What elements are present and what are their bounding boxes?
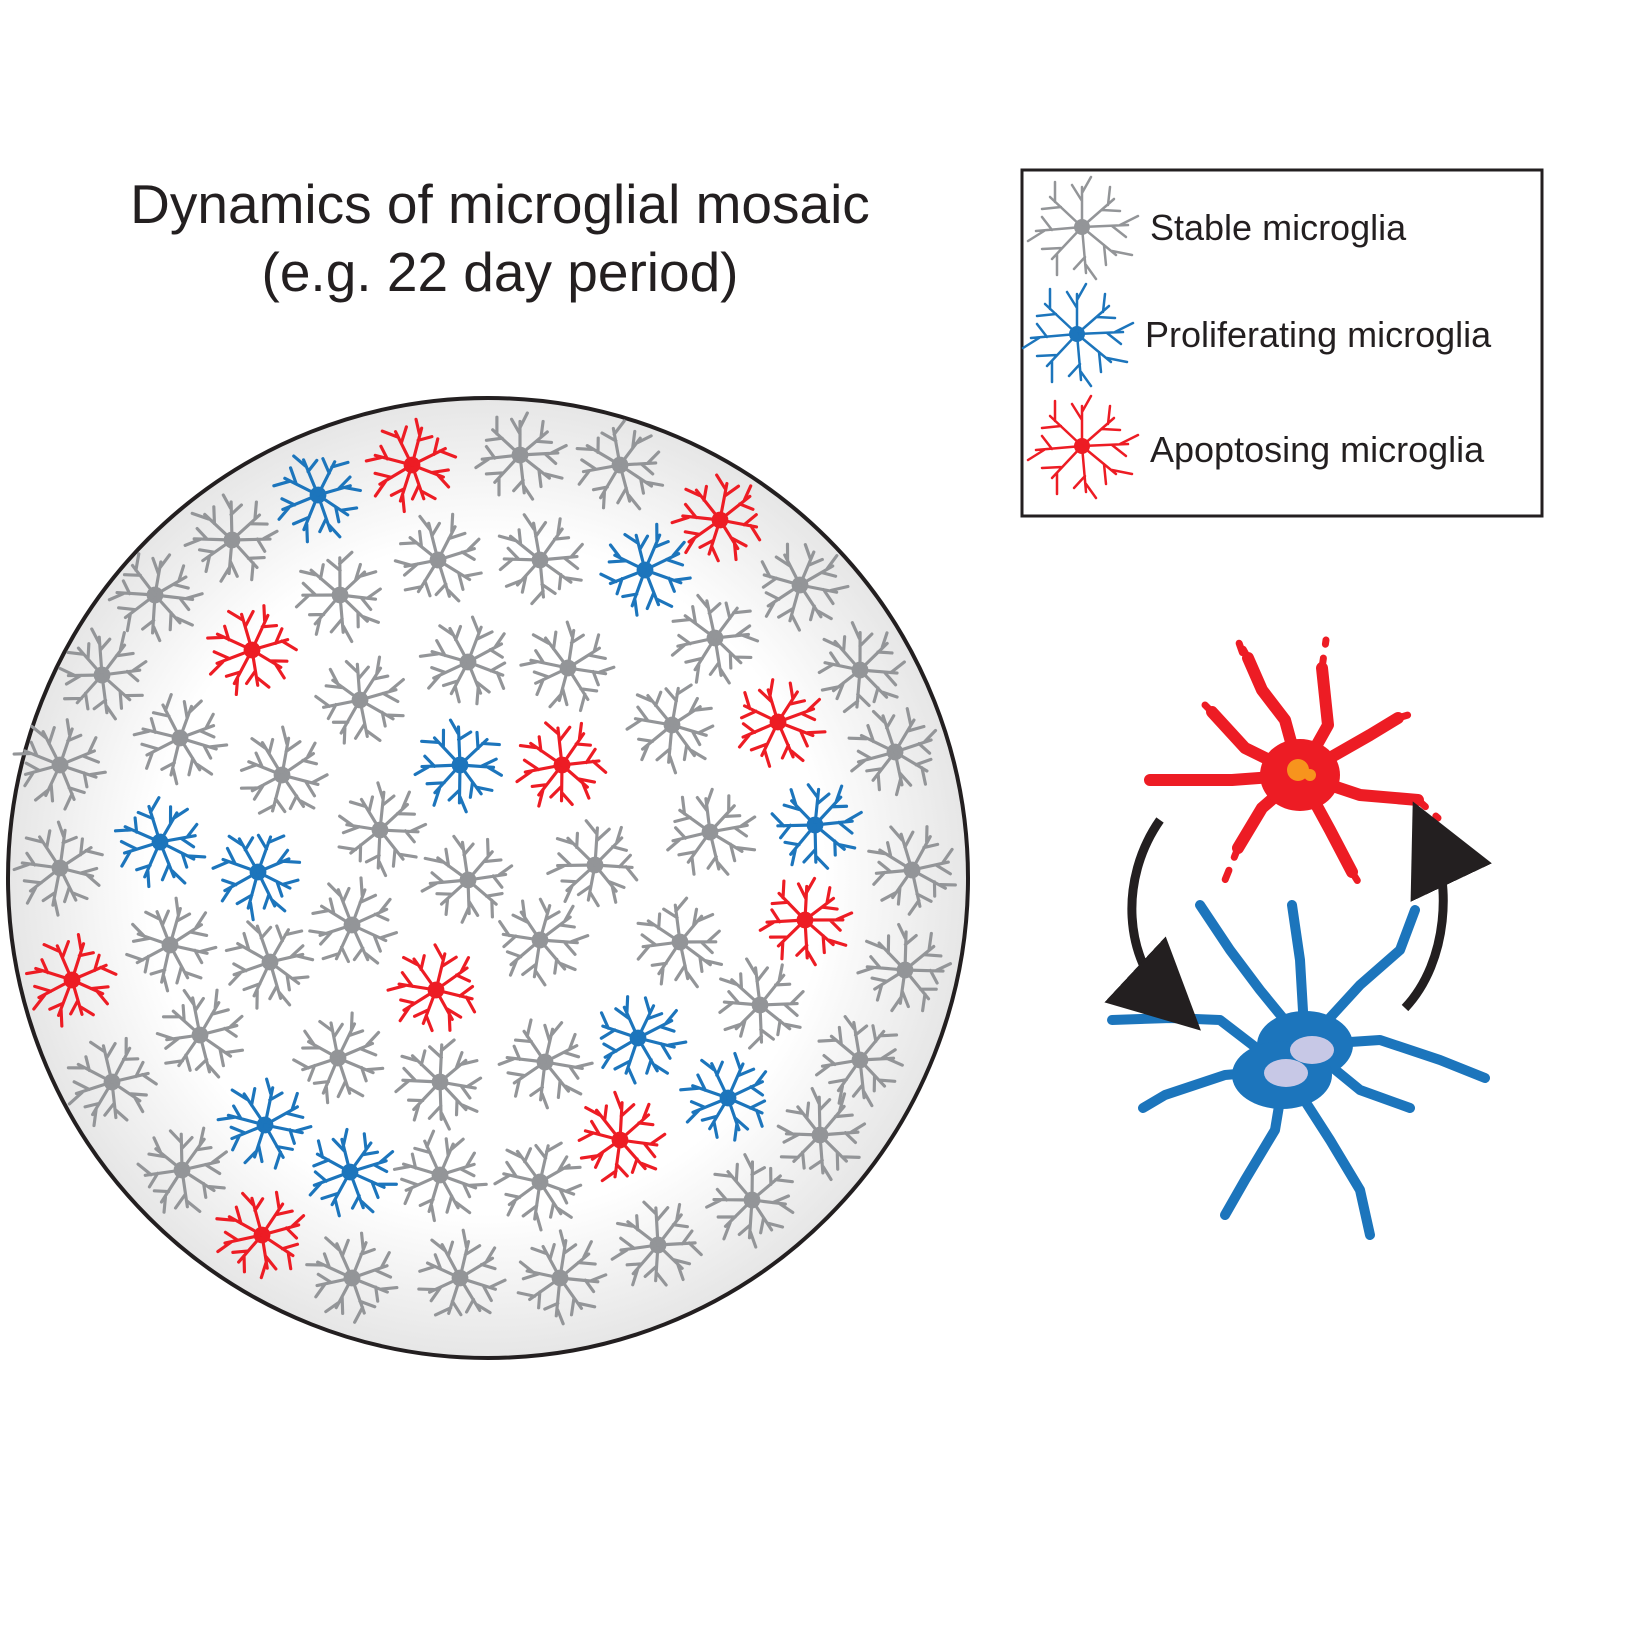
legend-box <box>1020 168 1544 518</box>
arrow-to-apoptosing <box>1401 801 1492 1012</box>
apoptosing-cell-illustration <box>1144 636 1442 892</box>
legend-label-proliferating: Proliferating microglia <box>1145 314 1492 355</box>
proliferating-cell-illustration <box>1107 900 1490 1240</box>
nucleus <box>1290 1036 1334 1064</box>
legend: Stable microglia Proliferating microglia… <box>1020 168 1544 518</box>
legend-label-stable: Stable microglia <box>1150 207 1407 248</box>
page-title: Dynamics of microglial mosaic (e.g. 22 d… <box>20 170 980 306</box>
nucleus <box>1264 1059 1308 1087</box>
title-line-2: (e.g. 22 day period) <box>261 241 739 303</box>
legend-label-apoptosing: Apoptosing microglia <box>1150 429 1485 470</box>
title-line-1: Dynamics of microglial mosaic <box>130 173 870 235</box>
nuclear-fragment <box>1287 759 1309 781</box>
arrow-to-proliferating <box>1104 817 1201 1031</box>
